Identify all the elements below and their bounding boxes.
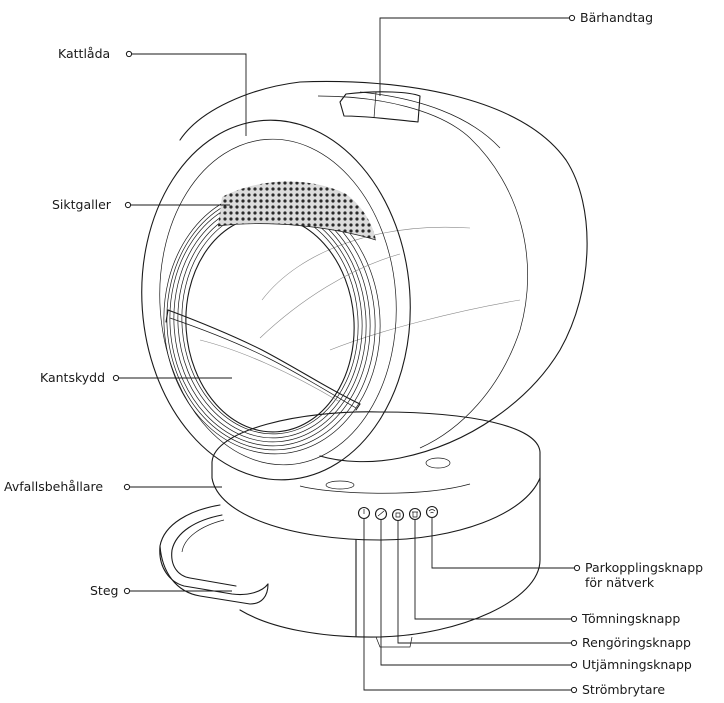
sieve-grille (217, 181, 377, 241)
label-tomningsknapp: Tömningsknapp (582, 611, 681, 626)
label-kattlada: Kattlåda (58, 46, 111, 61)
level-icon (374, 507, 388, 521)
label-strombrytare: Strömbrytare (582, 682, 666, 697)
label-avfallsbehallare: Avfallsbehållare (4, 479, 104, 494)
label-rengoringsknapp: Rengöringsknapp (582, 635, 691, 650)
label-barhandtag: Bärhandtag (580, 10, 654, 25)
label-kantskydd: Kantskydd (40, 370, 106, 385)
label-parkopplingsknapp: Parkopplingsknapp för nätverk (585, 560, 703, 590)
wifi-pair-icon (425, 505, 439, 519)
base-unit (211, 411, 541, 648)
step-drawer (159, 504, 269, 605)
control-buttons (357, 505, 439, 522)
callout-leaders (112, 14, 581, 694)
edge-guard (165, 309, 361, 411)
drum (141, 80, 588, 481)
power-icon (357, 506, 371, 520)
label-steg: Steg (90, 583, 119, 598)
empty-icon (408, 507, 422, 521)
clean-icon (391, 508, 405, 522)
label-parkoppling-line2: för nätverk (585, 575, 655, 590)
label-parkoppling-line1: Parkopplingsknapp (585, 560, 704, 575)
label-utjamningsknapp: Utjämningsknapp (582, 657, 692, 672)
label-siktgaller: Siktgaller (52, 197, 111, 212)
